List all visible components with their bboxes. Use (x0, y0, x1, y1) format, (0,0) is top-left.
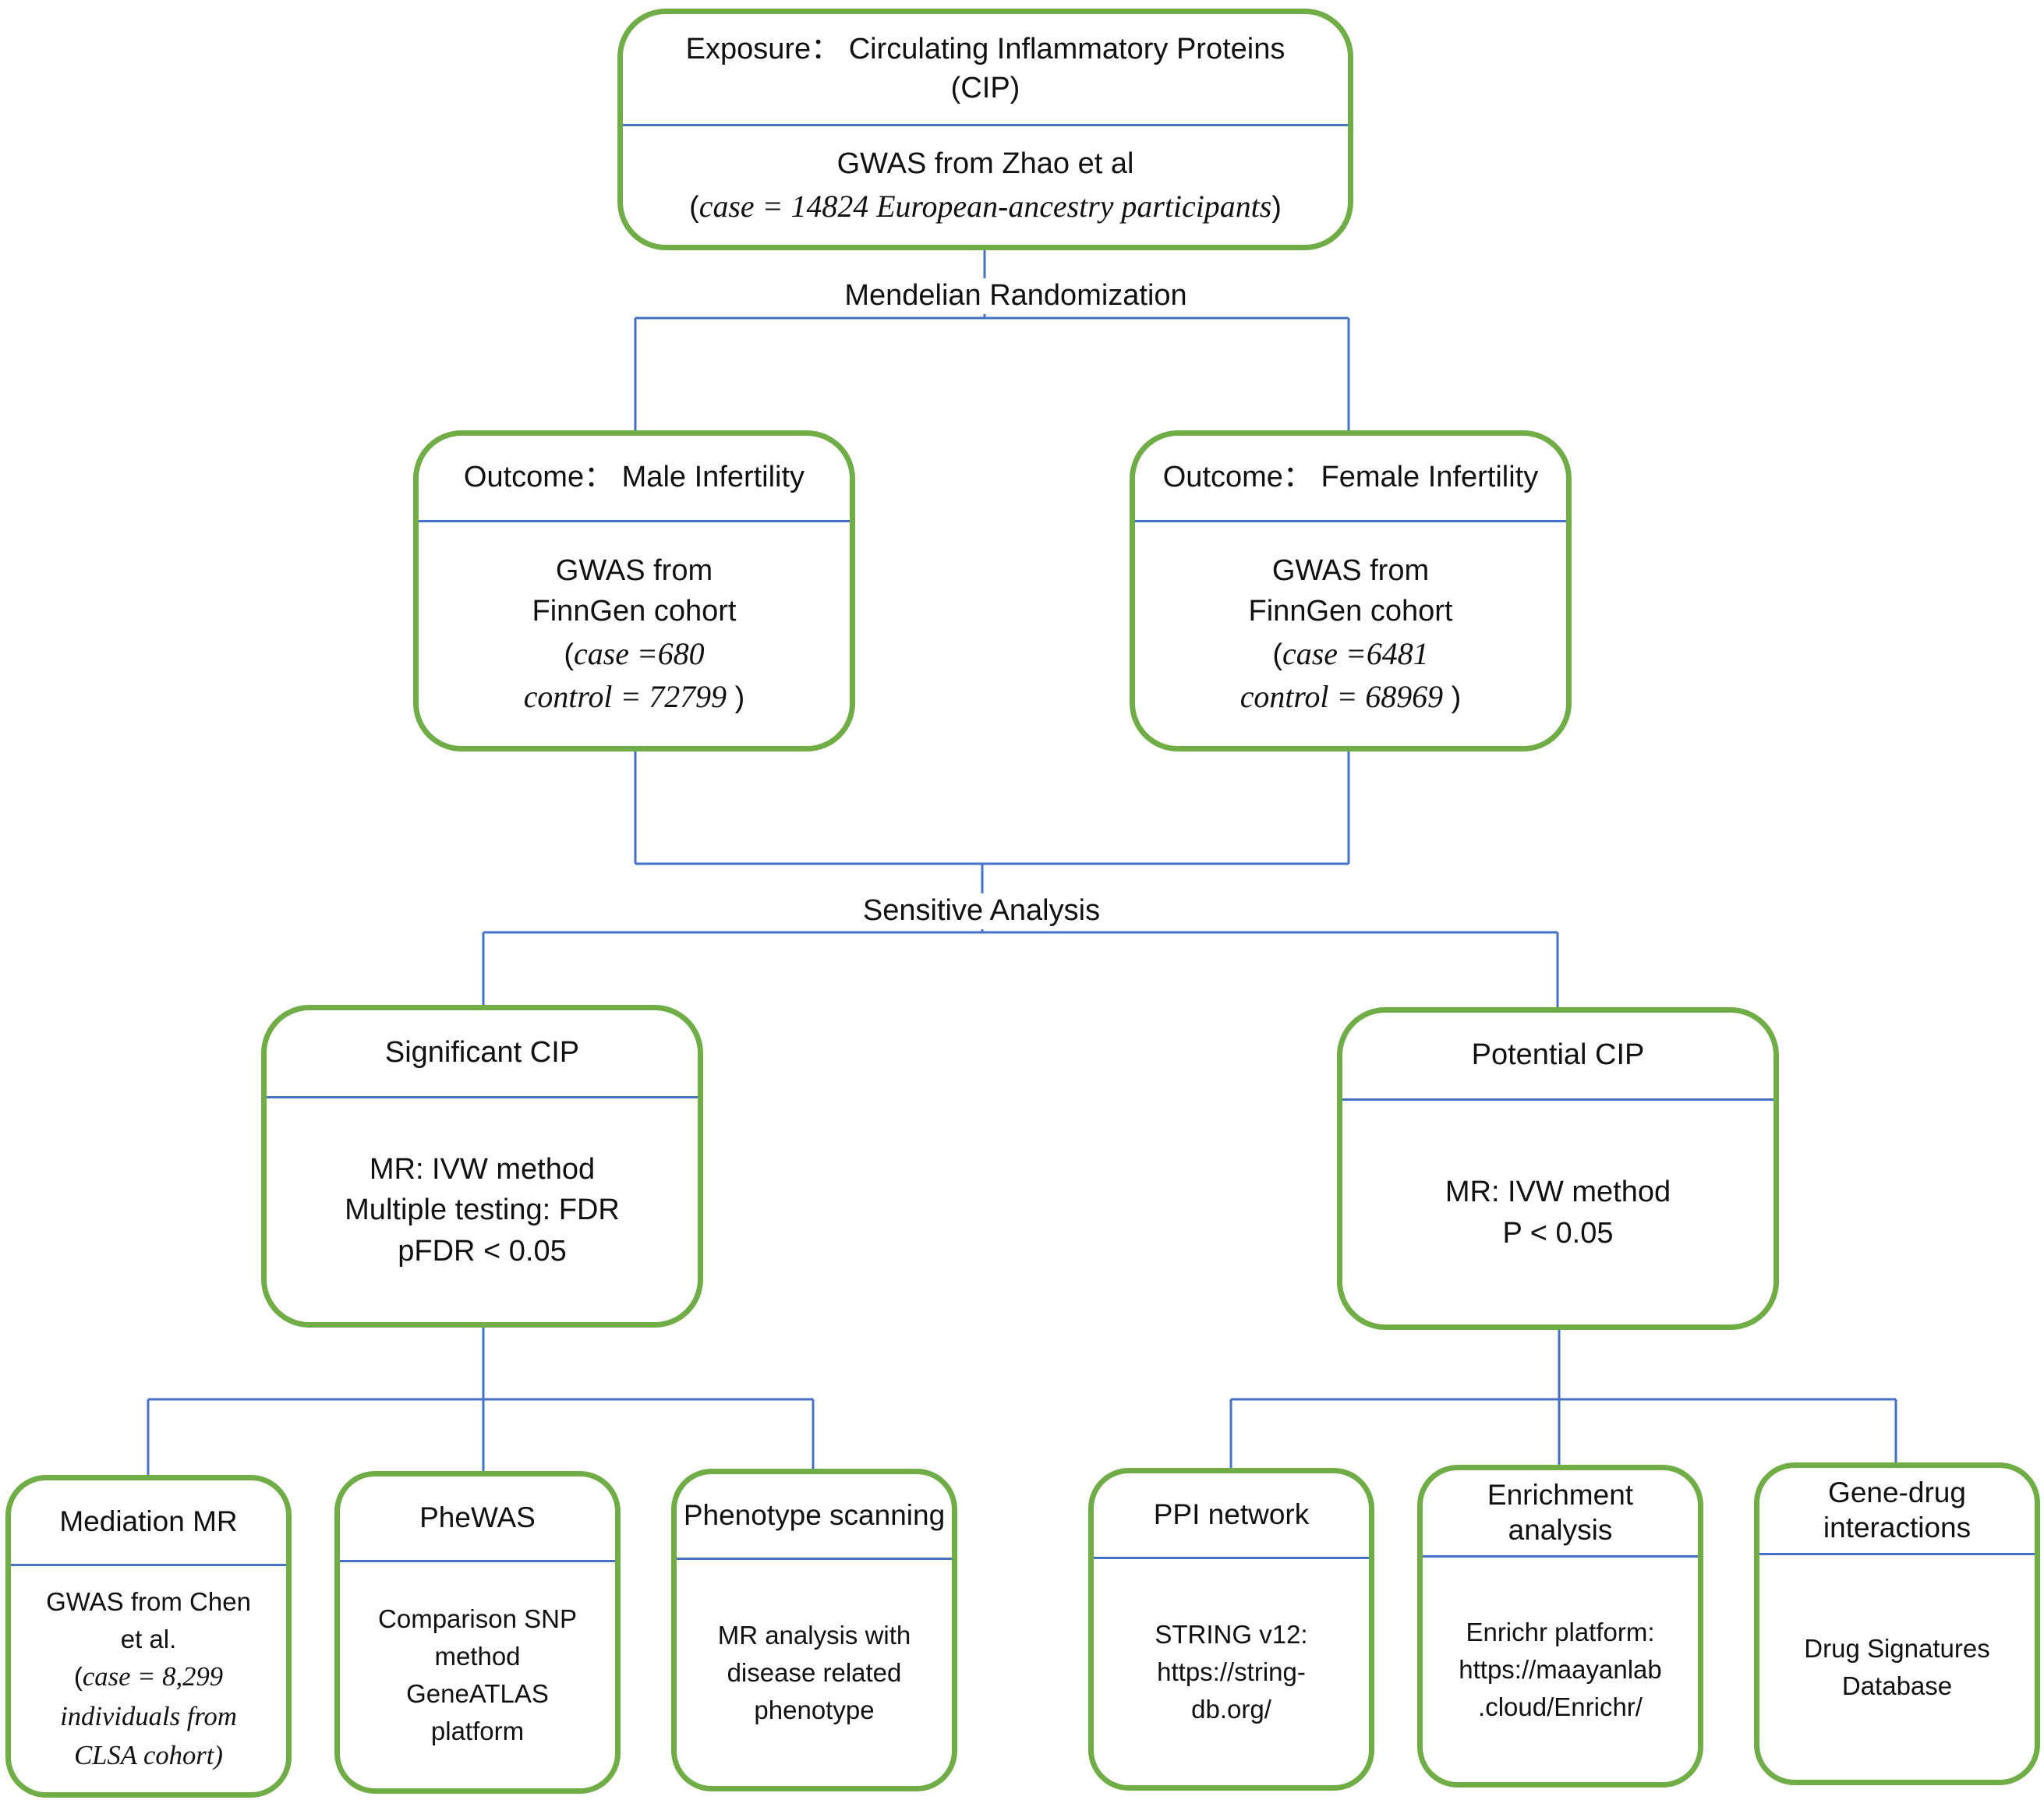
exposure-sample: (case = 14824 European-ancestry particip… (689, 188, 1282, 224)
phewas-line3: GeneATLAS (406, 1679, 549, 1708)
female-case-line: (case =6481 (1272, 635, 1429, 671)
phewas-header: PheWAS (340, 1476, 615, 1562)
phenotype-line3: phenotype (754, 1695, 875, 1724)
gene-drug-line2: Database (1841, 1671, 1953, 1700)
male-cohort-line: FinnGen cohort (532, 595, 737, 628)
female-cohort-line: FinnGen cohort (1248, 595, 1453, 628)
phenotype-line1: MR analysis with (717, 1621, 911, 1650)
exposure-box: Exposure： Circulating Inflammatory Prote… (617, 9, 1353, 250)
mediation-cohort-line: CLSA cohort) (74, 1740, 223, 1770)
potential-cip-body: MR: IVW method P < 0.05 (1342, 1101, 1773, 1324)
phewas-box: PheWAS Comparison SNP method GeneATLAS p… (334, 1471, 621, 1794)
female-infertility-body: GWAS from FinnGen cohort (case =6481 con… (1135, 522, 1566, 746)
potential-cip-title: Potential CIP (1471, 1038, 1645, 1072)
ppi-network-body: STRING v12: https://string- db.org/ (1094, 1559, 1369, 1785)
mediation-case-line: (case = 8,299 (73, 1662, 224, 1692)
mediation-source-line2: et al. (120, 1624, 177, 1653)
significant-threshold: pFDR < 0.05 (398, 1234, 567, 1268)
gene-drug-title-line1: Gene-drug (1828, 1476, 1966, 1509)
male-infertility-box: Outcome： Male Infertility GWAS from Finn… (413, 430, 855, 751)
significant-testing: Multiple testing: FDR (345, 1194, 620, 1227)
gene-drug-box: Gene-drug interactions Drug Signatures D… (1754, 1462, 2040, 1785)
exposure-source: GWAS from Zhao et al (836, 147, 1134, 181)
female-infertility-title: Outcome： Female Infertility (1162, 461, 1539, 494)
ppi-line3: db.org/ (1191, 1694, 1271, 1724)
phenotype-scanning-body: MR analysis with disease related phenoty… (677, 1560, 952, 1786)
male-case-line: (case =680 (564, 635, 705, 671)
enrichment-title-line2: analysis (1508, 1513, 1613, 1546)
label-sensitive-analysis: Sensitive Analysis (859, 893, 1104, 929)
label-mendelian-randomization: Mendelian Randomization (841, 278, 1190, 314)
enrichment-analysis-body: Enrichr platform: https://maayanlab .clo… (1423, 1558, 1698, 1782)
exposure-title: Exposure： Circulating Inflammatory Prote… (685, 33, 1285, 66)
ppi-network-box: PPI network STRING v12: https://string- … (1088, 1468, 1374, 1791)
male-infertility-title: Outcome： Male Infertility (463, 461, 805, 494)
potential-cip-box: Potential CIP MR: IVW method P < 0.05 (1337, 1007, 1779, 1330)
phewas-line1: Comparison SNP (378, 1604, 577, 1634)
male-infertility-header: Outcome： Male Infertility (419, 436, 850, 522)
exposure-header: Exposure： Circulating Inflammatory Prote… (623, 14, 1348, 126)
enrichment-line3: .cloud/Enrichr/ (1478, 1692, 1643, 1721)
significant-cip-title: Significant CIP (384, 1036, 580, 1070)
phenotype-line2: disease related (727, 1658, 902, 1688)
female-infertility-box: Outcome： Female Infertility GWAS from Fi… (1130, 430, 1572, 751)
enrichment-title-line1: Enrichment (1487, 1479, 1634, 1512)
ppi-line2: https://string- (1157, 1657, 1306, 1687)
mediation-source-line1: GWAS from Chen (46, 1586, 251, 1616)
phewas-line2: method (434, 1642, 521, 1671)
mediation-mr-body: GWAS from Chen et al. (case = 8,299 indi… (11, 1566, 286, 1792)
phenotype-scanning-header: Phenotype scanning (677, 1474, 952, 1560)
female-gwas-line: GWAS from (1271, 553, 1430, 587)
gene-drug-header: Gene-drug interactions (1759, 1468, 2035, 1555)
female-infertility-header: Outcome： Female Infertility (1135, 436, 1566, 522)
phenotype-scanning-title: Phenotype scanning (683, 1499, 946, 1532)
mediation-individuals-line: individuals from (60, 1701, 237, 1731)
mediation-mr-header: Mediation MR (11, 1480, 286, 1566)
gene-drug-line1: Drug Signatures (1804, 1634, 1990, 1664)
ppi-network-title: PPI network (1153, 1498, 1310, 1531)
exposure-abbrev: (CIP) (950, 71, 1020, 104)
ppi-line1: STRING v12: (1155, 1620, 1308, 1650)
enrichment-analysis-header: Enrichment analysis (1423, 1470, 1698, 1558)
male-control-line: control = 72799 ) (523, 678, 745, 714)
phewas-title: PheWAS (419, 1501, 536, 1534)
phenotype-scanning-box: Phenotype scanning MR analysis with dise… (671, 1469, 957, 1791)
mediation-mr-title: Mediation MR (59, 1505, 238, 1538)
mediation-mr-box: Mediation MR GWAS from Chen et al. (case… (5, 1475, 292, 1798)
enrichment-analysis-box: Enrichment analysis Enrichr platform: ht… (1417, 1465, 1703, 1788)
potential-cip-header: Potential CIP (1342, 1013, 1773, 1101)
enrichment-line2: https://maayanlab (1459, 1655, 1662, 1685)
significant-method: MR: IVW method (369, 1152, 596, 1186)
significant-cip-body: MR: IVW method Multiple testing: FDR pFD… (267, 1098, 698, 1322)
exposure-body: GWAS from Zhao et al (case = 14824 Europ… (623, 126, 1348, 245)
potential-method: MR: IVW method (1445, 1176, 1671, 1209)
gene-drug-title-line2: interactions (1823, 1511, 1972, 1544)
phewas-body: Comparison SNP method GeneATLAS platform (340, 1562, 615, 1788)
male-infertility-body: GWAS from FinnGen cohort (case =680 cont… (419, 522, 850, 746)
phewas-line4: platform (430, 1716, 525, 1745)
female-control-line: control = 68969 ) (1239, 678, 1462, 714)
significant-cip-box: Significant CIP MR: IVW method Multiple … (261, 1005, 703, 1328)
enrichment-line1: Enrichr platform: (1466, 1618, 1655, 1647)
potential-threshold: P < 0.05 (1502, 1216, 1614, 1250)
male-gwas-line: GWAS from (555, 553, 713, 587)
significant-cip-header: Significant CIP (267, 1010, 698, 1098)
gene-drug-body: Drug Signatures Database (1759, 1555, 2035, 1780)
ppi-network-header: PPI network (1094, 1473, 1369, 1559)
